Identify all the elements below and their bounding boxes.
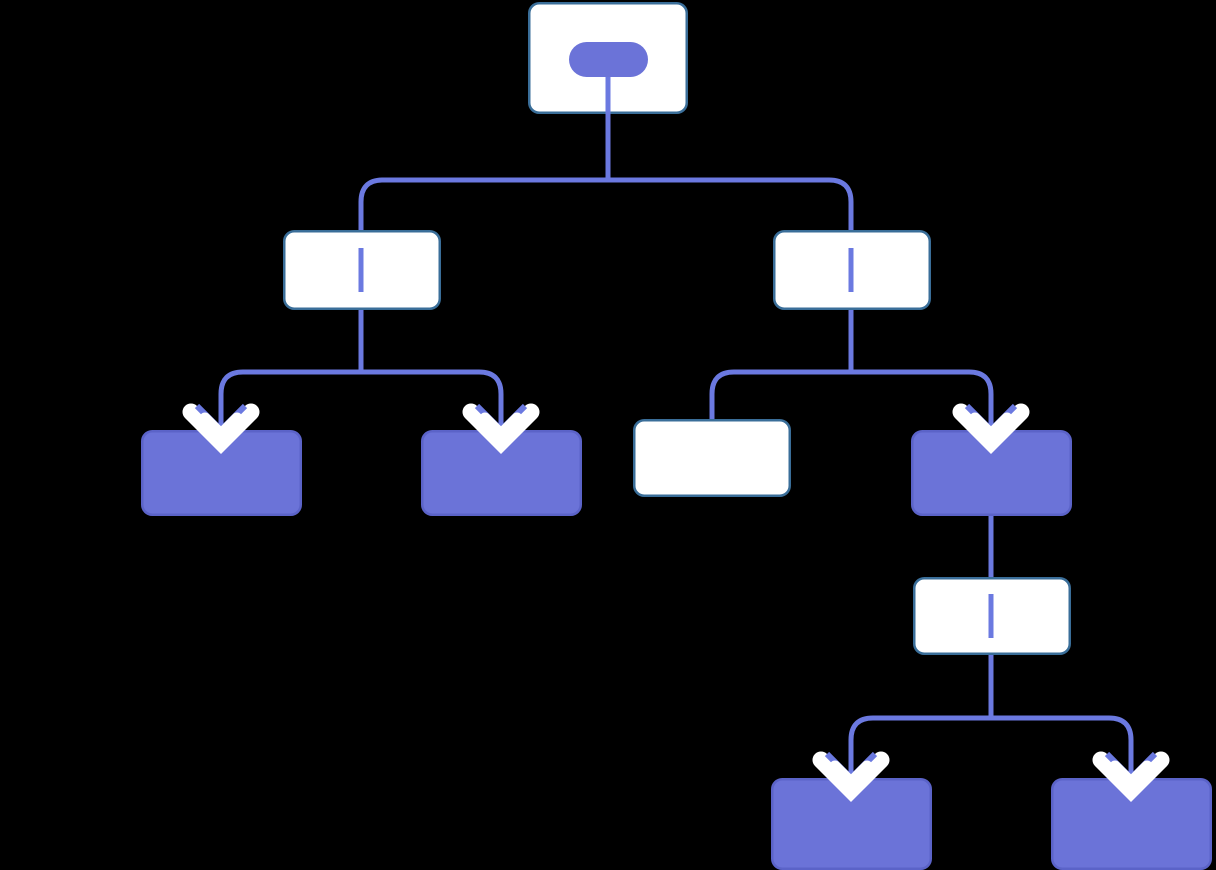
nodes-layer [141,2,1212,870]
double-chevron-arrow-marker [182,403,260,455]
level1-right-node[interactable] [773,230,931,310]
root-node[interactable] [528,2,688,114]
arrow-inner-chevron [479,412,523,442]
level1-left-node[interactable] [283,230,441,310]
arrow-halo-chevron [462,403,540,455]
connector-root-to-left [358,177,608,230]
connectors-layer [218,114,1134,780]
double-chevron-arrow-marker [812,751,890,803]
arrow-halo-chevron [182,403,260,455]
arrow-inner-chevron [1109,760,1153,790]
double-chevron-arrow-marker [1092,751,1170,803]
level2-right-white-node[interactable] [633,419,791,497]
connector-level3-to-left [848,715,991,780]
connector-right-to-white [709,369,851,419]
connector-left-to-leaf-a [218,369,361,432]
connector-left-to-leaf-b [361,369,504,432]
connector-root-to-right [608,177,854,230]
arrow-halo-chevron [1092,751,1170,803]
connector-right-to-purple [851,369,994,432]
double-chevron-arrow-marker [462,403,540,455]
white-node-box[interactable] [633,419,791,497]
purple-pill-marker [569,42,648,77]
level3-white-node[interactable] [913,577,1071,655]
connector-level3-to-right [991,715,1134,780]
double-chevron-arrow-marker [952,403,1030,455]
arrow-inner-chevron [969,412,1013,442]
arrow-inner-chevron [829,760,873,790]
arrow-halo-chevron [812,751,890,803]
markers-layer [182,403,1170,803]
arrow-halo-chevron [952,403,1030,455]
arrow-inner-chevron [199,412,243,442]
